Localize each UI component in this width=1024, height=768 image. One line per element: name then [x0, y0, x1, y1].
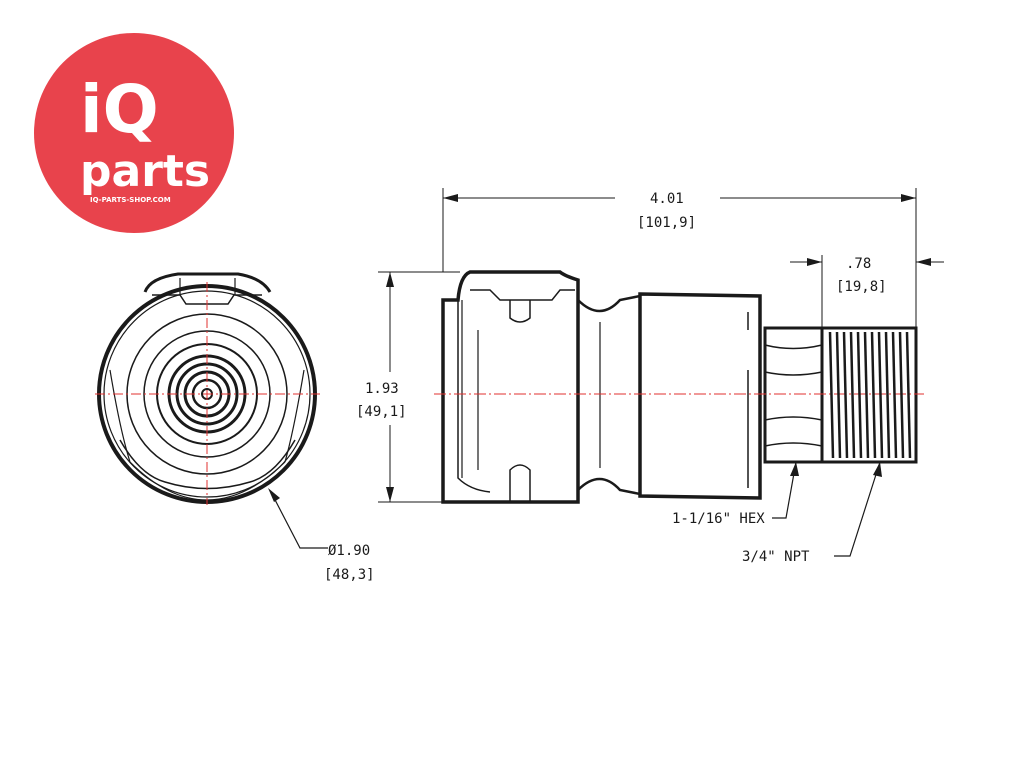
dimension-overall-length: [442, 188, 917, 328]
logo-brand-main: iQ: [80, 71, 159, 148]
height-mm: [49,1]: [356, 404, 407, 420]
hex-callout-leader: [772, 461, 799, 519]
npt-callout-leader: [834, 461, 882, 557]
thread-length-mm: [19,8]: [836, 279, 887, 295]
thread-line: [870, 331, 877, 459]
thread-line: [842, 331, 849, 459]
thread-line: [877, 331, 884, 459]
dimension-height: [378, 271, 460, 503]
thread-line: [884, 331, 891, 459]
thread-line: [898, 331, 905, 459]
thread-line: [835, 331, 842, 459]
diameter-inch: Ø1.90: [328, 543, 370, 559]
thread-length-inch: .78: [846, 256, 871, 272]
logo-url: IQ-PARTS-SHOP.COM: [90, 196, 171, 204]
height-inch: 1.93: [365, 381, 399, 397]
thread-line: [905, 331, 912, 459]
thread-line: [849, 331, 856, 459]
logo-circle: [34, 33, 234, 233]
npt-thread-lines: [828, 331, 912, 459]
npt-callout: 3/4" NPT: [742, 549, 810, 565]
hex-callout: 1-1/16" HEX: [672, 511, 765, 527]
thread-line: [863, 331, 870, 459]
front-view: [95, 272, 328, 549]
overall-length-inch: 4.01: [650, 191, 684, 207]
thread-line: [828, 331, 835, 459]
thread-line: [891, 331, 898, 459]
side-view: [434, 270, 924, 504]
thread-line: [856, 331, 863, 459]
overall-length-mm: [101,9]: [637, 215, 696, 231]
logo-brand-sub: parts: [80, 146, 210, 197]
dimension-thread-length: [790, 255, 944, 328]
diameter-mm: [48,3]: [324, 567, 375, 583]
iq-parts-logo: iQ parts IQ-PARTS-SHOP.COM: [34, 33, 234, 233]
